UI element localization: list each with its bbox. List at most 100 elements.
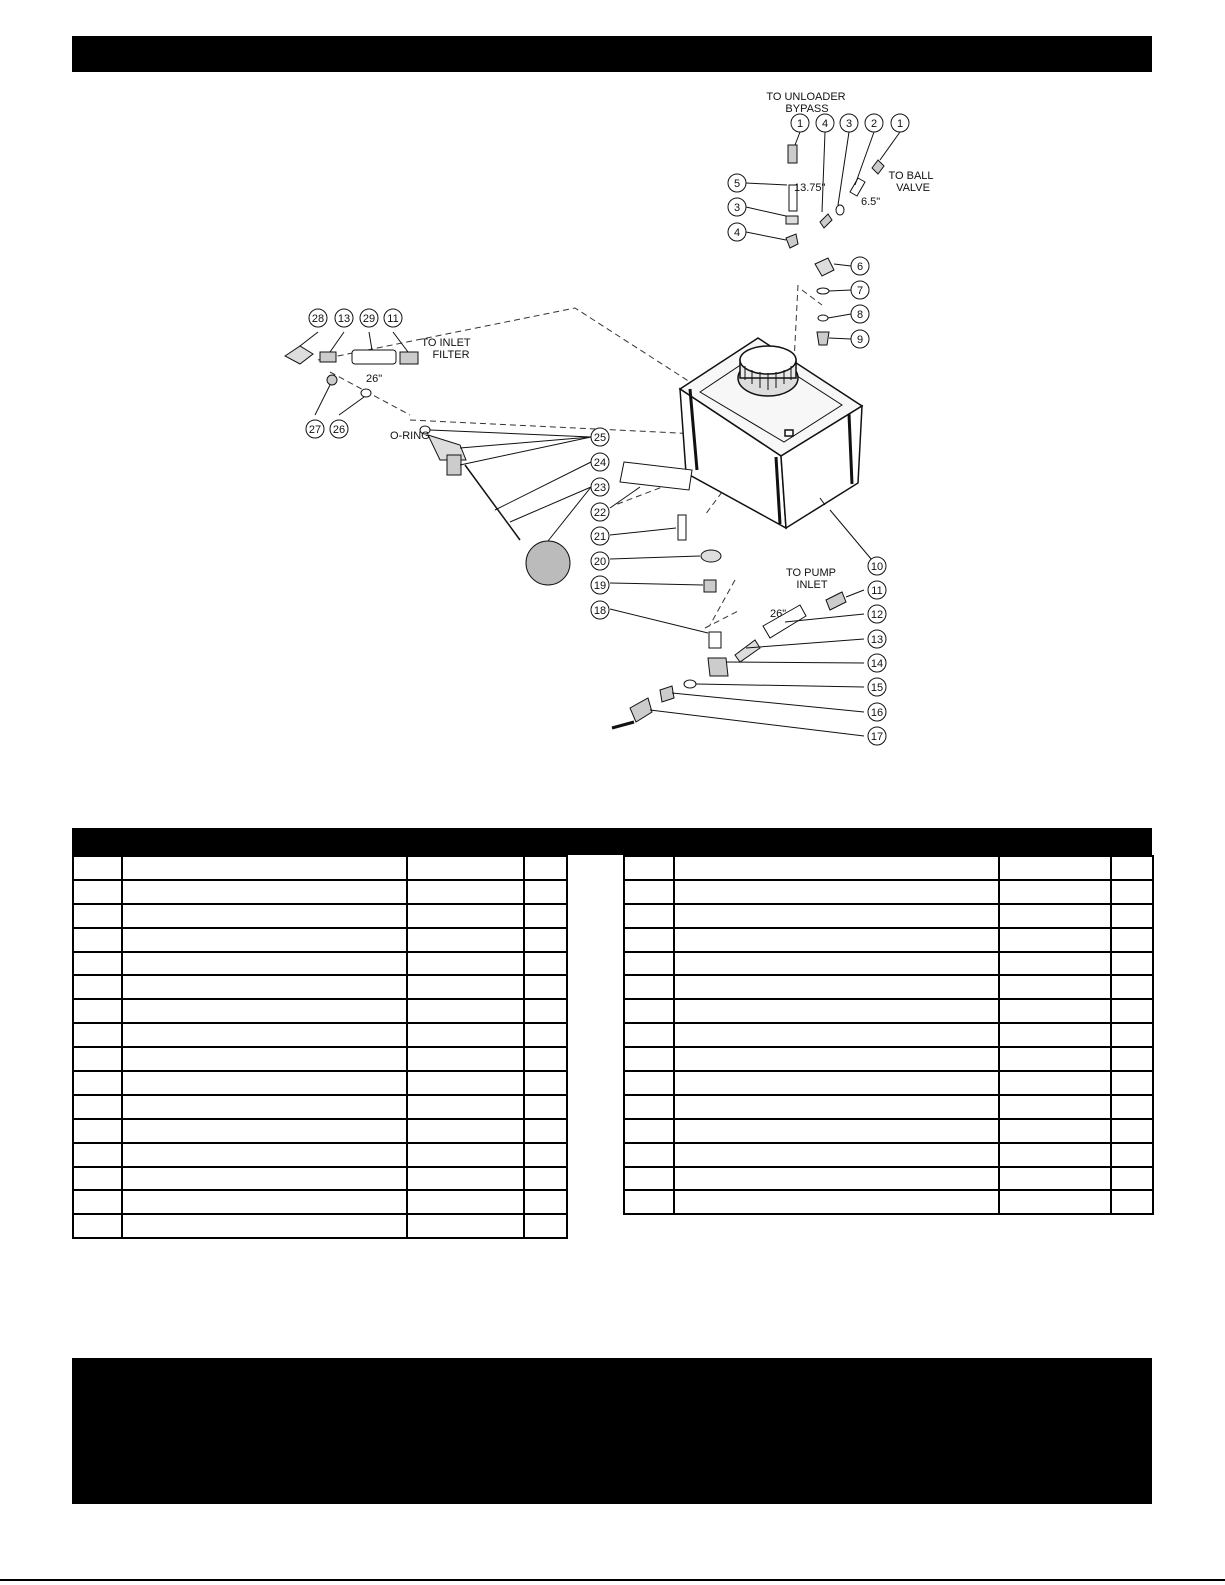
table-cell (623, 878, 675, 905)
table-cell (998, 902, 1112, 929)
callout-11-bottom: 11 (871, 585, 882, 597)
callout-27: 27 (309, 424, 321, 436)
table-cell (72, 1046, 123, 1073)
table-cell (72, 1213, 123, 1240)
header-bar (72, 36, 1152, 72)
callout-28: 28 (312, 313, 324, 325)
table-cell (406, 974, 525, 1001)
label-to-unloader: TO UNLOADER (766, 91, 845, 103)
table-row (623, 1117, 1154, 1144)
table-cell (72, 1070, 123, 1096)
table-cell (623, 926, 675, 953)
table-cell (121, 1141, 408, 1168)
table-cell (998, 950, 1112, 977)
table-row (623, 926, 1154, 953)
label-filter: FILTER (432, 349, 469, 361)
table-cell (523, 926, 568, 953)
table-row (72, 950, 568, 977)
table-cell (623, 902, 675, 929)
table-cell (121, 1022, 408, 1049)
table-cell (72, 998, 123, 1025)
table-cell (523, 998, 568, 1025)
table-cell (121, 878, 408, 905)
table-row (623, 1189, 1154, 1216)
parts-table-header-bar (72, 828, 1152, 855)
callout-21: 21 (594, 531, 606, 543)
callout-15: 15 (871, 682, 883, 694)
table-cell (523, 1093, 568, 1120)
table-row (72, 1165, 568, 1192)
table-row (623, 1022, 1154, 1049)
table-cell (673, 1070, 1000, 1096)
table-cell (673, 974, 1000, 1001)
callout-7: 7 (857, 285, 863, 297)
callout-20: 20 (594, 556, 606, 568)
bottom-fittings (611, 461, 847, 730)
table-cell (121, 855, 408, 881)
table-cell (1110, 1165, 1154, 1192)
callout-13-bottom: 13 (871, 634, 883, 646)
parts-table-right (623, 855, 1154, 1216)
table-cell (121, 1165, 408, 1192)
callout-19: 19 (594, 580, 606, 592)
label-to-inlet: TO INLET (421, 337, 471, 349)
table-row (72, 1213, 568, 1240)
table-cell (406, 926, 525, 953)
table-cell (1110, 1189, 1154, 1216)
table-row (623, 974, 1154, 1001)
label-o-ring: O-RING (390, 430, 430, 442)
table-cell (673, 878, 1000, 905)
table-cell (406, 1046, 525, 1073)
table-cell (623, 1141, 675, 1168)
parts-table-right-body (623, 855, 1154, 1216)
callout-4-top: 4 (822, 118, 828, 130)
table-cell (406, 1093, 525, 1120)
callout-14: 14 (871, 658, 883, 670)
callout-11-top: 11 (387, 313, 398, 325)
table-cell (121, 1117, 408, 1144)
table-cell (72, 1189, 123, 1216)
table-cell (623, 950, 675, 977)
table-cell (523, 1141, 568, 1168)
diagram-labels: TO UNLOADER BYPASS TO BALL VALVE TO INLE… (366, 91, 934, 620)
table-cell (998, 1093, 1112, 1120)
table-row (72, 1022, 568, 1049)
callout-9: 9 (857, 334, 863, 346)
table-cell (998, 1070, 1112, 1096)
table-cell (998, 1141, 1112, 1168)
float-valve-group (284, 345, 571, 586)
callout-6: 6 (857, 261, 863, 273)
table-cell (623, 974, 675, 1001)
table-cell (1110, 1070, 1154, 1096)
table-cell (523, 902, 568, 929)
table-cell (121, 950, 408, 977)
table-cell (72, 1093, 123, 1120)
table-cell (72, 1165, 123, 1192)
callout-22: 22 (594, 507, 606, 519)
table-cell (121, 1070, 408, 1096)
callout-3-left: 3 (734, 202, 740, 214)
table-cell (523, 1070, 568, 1096)
table-row (623, 1093, 1154, 1120)
table-cell (406, 1165, 525, 1192)
table-cell (998, 1165, 1112, 1192)
table-cell (121, 1213, 408, 1240)
table-cell (623, 1070, 675, 1096)
table-row (623, 950, 1154, 977)
table-cell (72, 902, 123, 929)
table-cell (1110, 998, 1154, 1025)
table-row (623, 878, 1154, 905)
table-cell (72, 855, 123, 881)
parts-table-left (72, 855, 568, 1240)
table-row (72, 974, 568, 1001)
table-cell (673, 1141, 1000, 1168)
table-cell (623, 1046, 675, 1073)
table-cell (406, 998, 525, 1025)
callout-4-left: 4 (734, 227, 740, 239)
table-cell (406, 878, 525, 905)
table-cell (623, 1189, 675, 1216)
table-cell (1110, 855, 1154, 881)
label-valve: VALVE (896, 182, 930, 194)
table-row (623, 902, 1154, 929)
table-row (72, 1093, 568, 1120)
